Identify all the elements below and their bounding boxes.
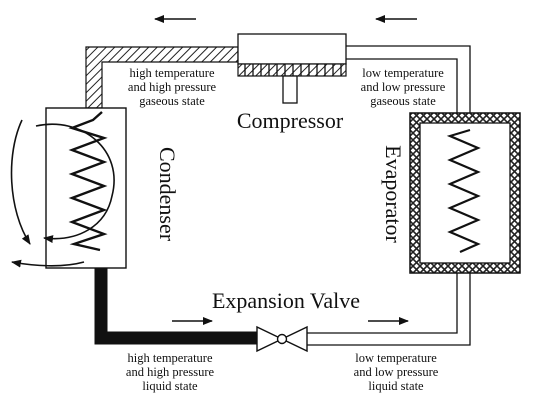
state-line: high temperature — [129, 66, 214, 80]
state-label-bottom-right: low temperature and low pressure liquid … — [354, 351, 439, 393]
state-line: and high pressure — [128, 80, 217, 94]
condenser-unit — [10, 107, 127, 269]
state-line: liquid state — [368, 379, 424, 393]
low-pressure-liquid-line — [307, 273, 471, 346]
compressor-label: Compressor — [237, 108, 344, 133]
evaporator-unit — [409, 112, 521, 274]
state-line: gaseous state — [139, 94, 205, 108]
evaporator-label: Evaporator — [381, 145, 406, 243]
state-line: and high pressure — [126, 365, 215, 379]
state-line: low temperature — [362, 66, 444, 80]
state-label-top-right: low temperature and low pressure gaseous… — [361, 66, 446, 108]
condenser-label: Condenser — [155, 147, 180, 242]
expansion-valve-label: Expansion Valve — [212, 288, 360, 313]
state-line: gaseous state — [370, 94, 436, 108]
state-line: high temperature — [127, 351, 212, 365]
flow-arrows — [154, 15, 417, 325]
state-label-bottom-left: high temperature and high pressure liqui… — [126, 351, 215, 393]
expansion-valve — [256, 325, 308, 353]
state-line: low temperature — [355, 351, 437, 365]
state-label-top-left: high temperature and high pressure gaseo… — [128, 66, 217, 108]
suction-pipe — [346, 45, 471, 113]
state-line: and low pressure — [361, 80, 446, 94]
state-line: and low pressure — [354, 365, 439, 379]
liquid-line — [94, 268, 257, 345]
state-line: liquid state — [142, 379, 198, 393]
compressor-unit — [237, 33, 347, 104]
